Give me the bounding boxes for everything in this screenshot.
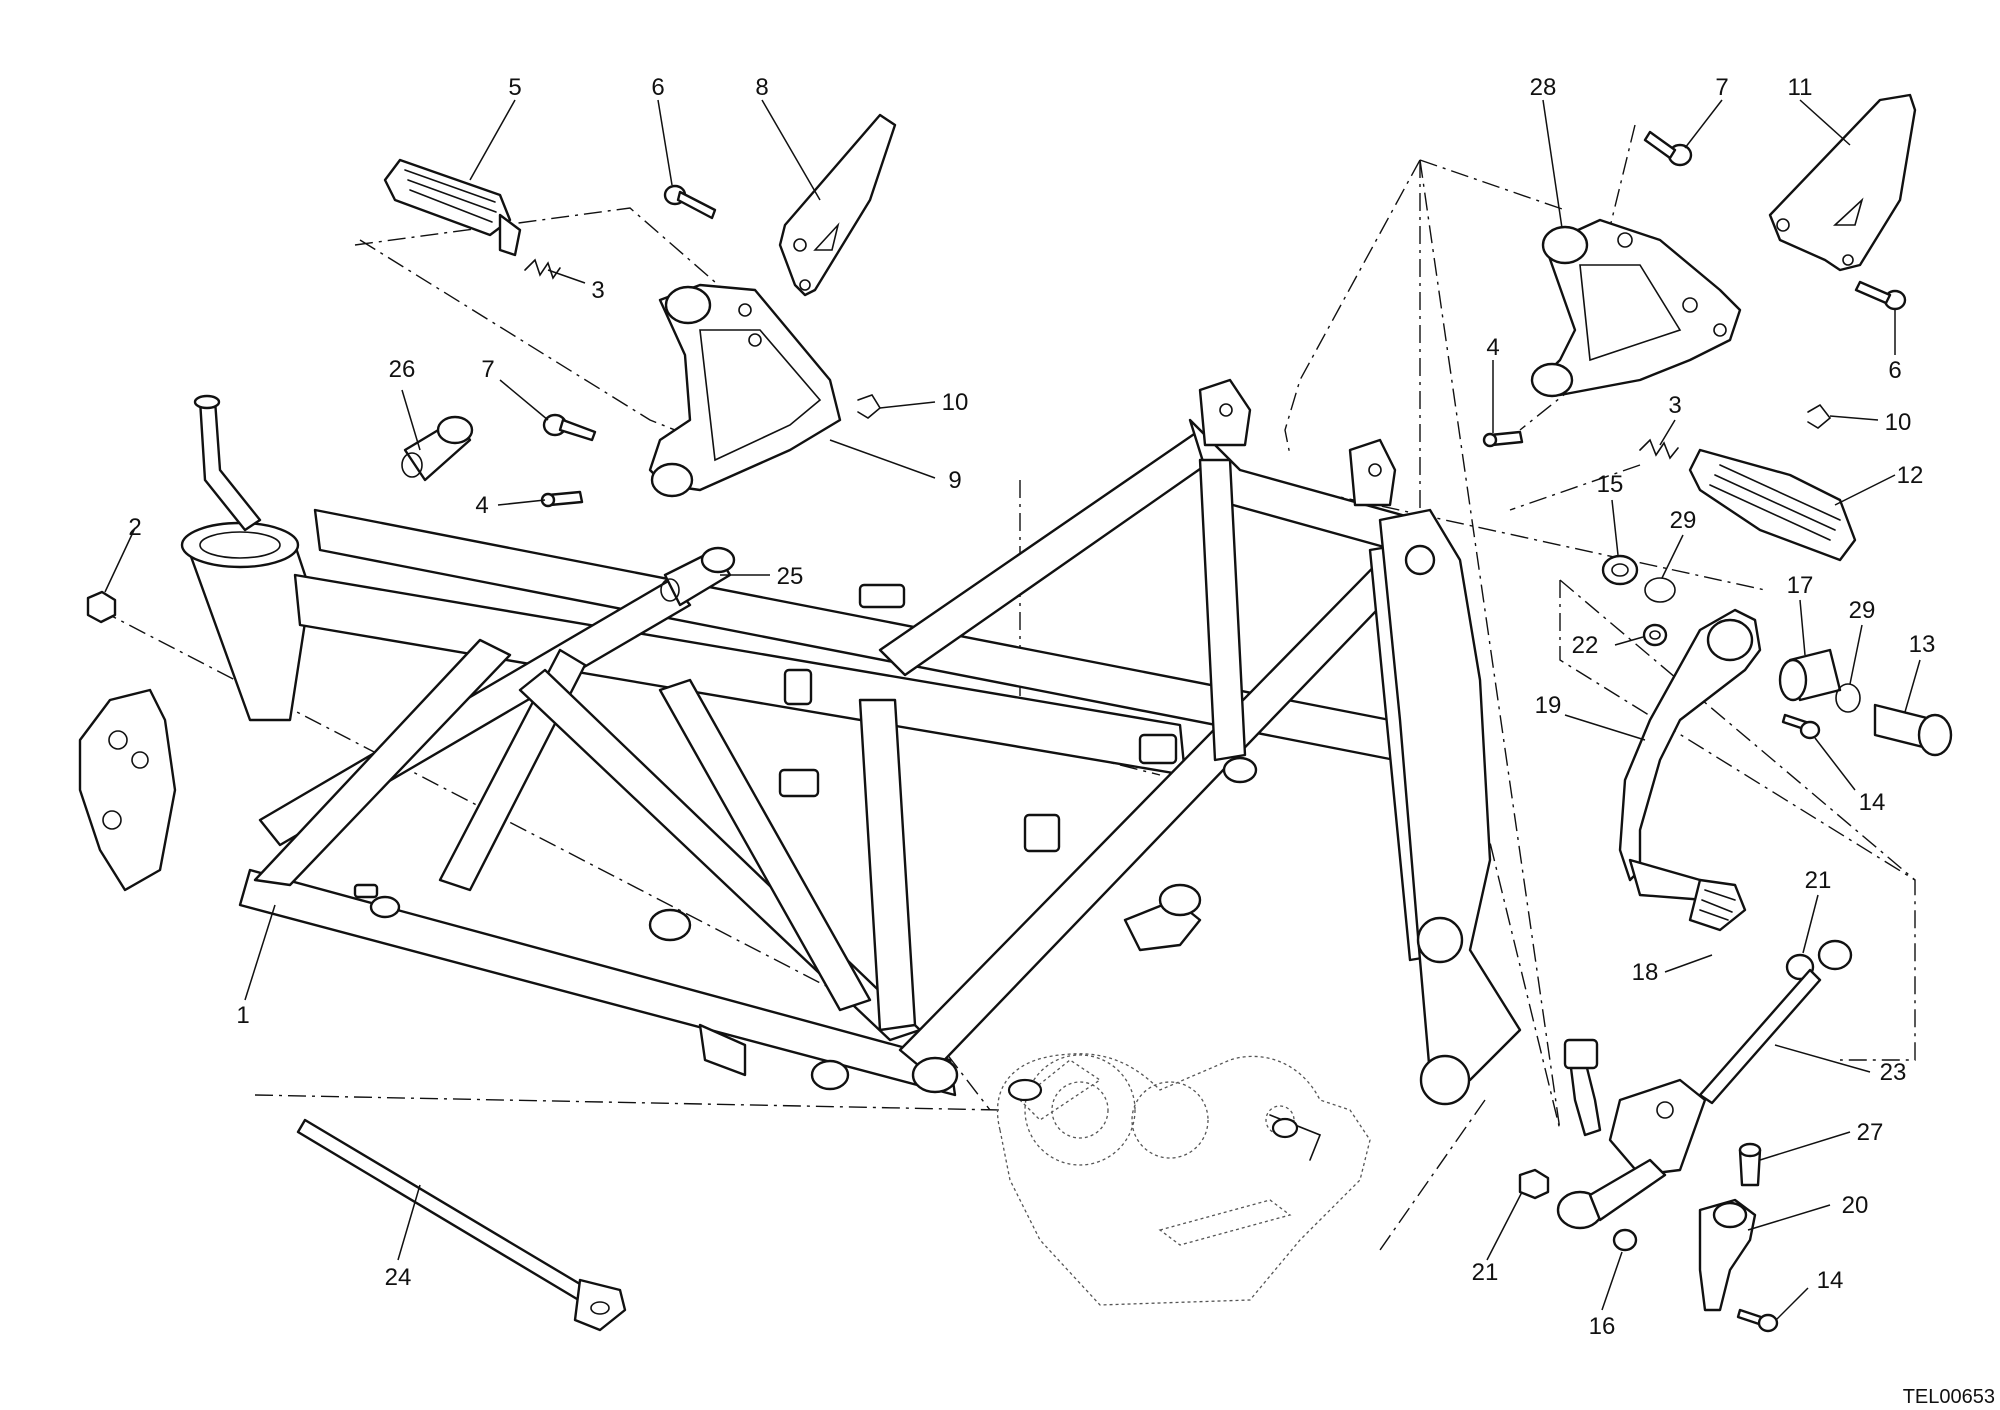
swingarm-pivot-bolt: [296, 1118, 627, 1332]
callout-5: 5: [508, 74, 521, 101]
reference-code: TEL00653: [1903, 1386, 1995, 1408]
callout-9: 9: [948, 467, 961, 494]
callout-16: 16: [1589, 1313, 1616, 1340]
callout-25: 25: [777, 563, 804, 590]
callout-10: 10: [942, 389, 969, 416]
callout-4: 4: [475, 492, 488, 519]
callout-13: 13: [1909, 631, 1936, 658]
callout-14: 14: [1817, 1267, 1844, 1294]
callout-7: 7: [1715, 74, 1728, 101]
callout-19: 19: [1535, 692, 1562, 719]
callout-21: 21: [1805, 867, 1832, 894]
callout-27: 27: [1857, 1119, 1884, 1146]
callout-3: 3: [591, 277, 604, 304]
engine-ghost-outline: [996, 1053, 1371, 1306]
callout-29: 29: [1849, 597, 1876, 624]
callout-labels: 5 6 8 3 26 7 10 9 4 2 25 1 24 28 7 11 6 …: [128, 74, 1935, 1340]
right-footpeg-assembly: [1482, 93, 1953, 1333]
callout-26: 26: [389, 356, 416, 383]
callout-28: 28: [1530, 74, 1557, 101]
callout-15: 15: [1597, 471, 1624, 498]
leader-lines: [104, 99, 1921, 1321]
callout-20: 20: [1842, 1192, 1869, 1219]
callout-14: 14: [1859, 789, 1886, 816]
callout-6: 6: [1888, 357, 1901, 384]
left-footpeg-assembly: [86, 113, 897, 624]
callout-24: 24: [385, 1264, 412, 1291]
callout-6: 6: [651, 74, 664, 101]
callout-2: 2: [128, 514, 141, 541]
callout-22: 22: [1572, 632, 1599, 659]
callout-3: 3: [1668, 392, 1681, 419]
callout-18: 18: [1632, 959, 1659, 986]
callout-10: 10: [1885, 409, 1912, 436]
callout-12: 12: [1897, 462, 1924, 489]
callout-23: 23: [1880, 1059, 1907, 1086]
callout-29: 29: [1670, 507, 1697, 534]
callout-7: 7: [481, 356, 494, 383]
callout-4: 4: [1486, 334, 1499, 361]
callout-1: 1: [236, 1002, 249, 1029]
callout-11: 11: [1788, 74, 1813, 101]
callout-21: 21: [1472, 1259, 1499, 1286]
main-frame: [78, 378, 1522, 1106]
callout-17: 17: [1787, 572, 1814, 599]
callout-8: 8: [755, 74, 768, 101]
